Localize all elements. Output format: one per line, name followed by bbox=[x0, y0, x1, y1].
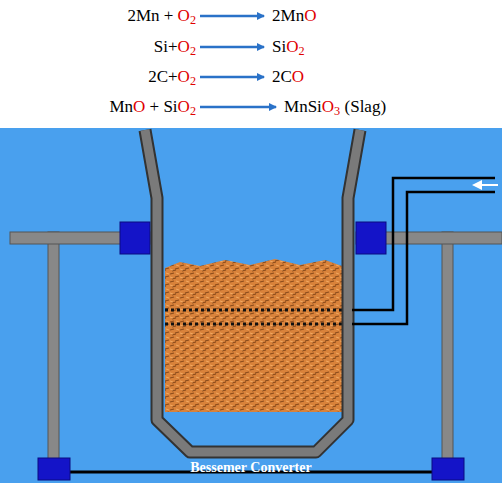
converter-vessel bbox=[145, 130, 360, 452]
equation-term: Si+O2 bbox=[154, 37, 196, 61]
support-stands bbox=[10, 222, 502, 480]
molten-charge bbox=[165, 259, 342, 412]
air-arrow bbox=[472, 180, 498, 190]
equation-term: 2MnO bbox=[272, 6, 316, 26]
background-panel bbox=[0, 128, 502, 483]
air-pipe bbox=[352, 178, 495, 324]
equation-term: 2C+O2 bbox=[148, 67, 196, 91]
equation-term: SiO2 bbox=[272, 37, 305, 61]
equation-term: 2Mn + O2 bbox=[127, 6, 196, 30]
equation-term: MnSiO3 (Slag) bbox=[284, 97, 386, 121]
reaction-arrows bbox=[200, 16, 276, 107]
equation-term: MnO + SiO2 bbox=[109, 97, 196, 121]
equation-term: 2CO bbox=[272, 67, 304, 87]
tuyere-holes bbox=[165, 310, 345, 324]
diagram-caption-label: Bessemer Converter bbox=[190, 458, 311, 478]
